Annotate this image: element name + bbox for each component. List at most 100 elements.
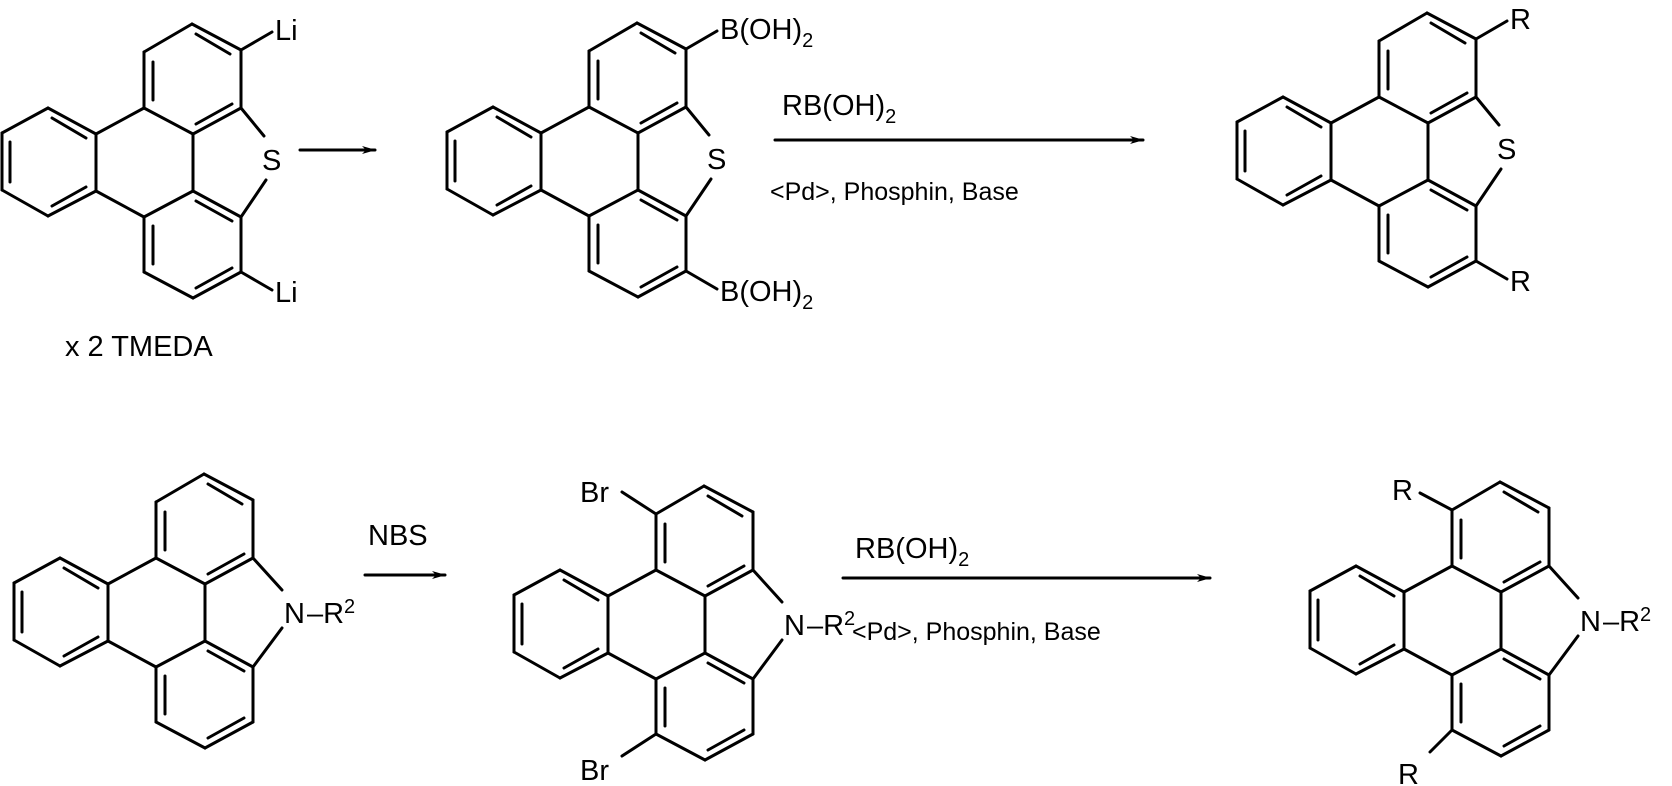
bond [144, 191, 193, 217]
molecule-diboronic-acid: S B(OH)2 B(OH)2 [447, 14, 813, 314]
bond [108, 558, 156, 584]
bond [241, 108, 264, 136]
bond [96, 191, 144, 217]
molecule-product-n: N–R2 R R [1310, 475, 1651, 786]
bond [753, 640, 782, 679]
bond [144, 24, 192, 52]
bond [656, 486, 704, 514]
bond [1404, 649, 1452, 675]
bond [1360, 645, 1394, 664]
bond [1379, 180, 1428, 206]
bond [156, 641, 205, 667]
bond [1549, 636, 1578, 675]
bond [1379, 13, 1427, 41]
bond [253, 558, 282, 590]
bond [1310, 566, 1356, 591]
bond [514, 570, 560, 595]
bond [1331, 97, 1379, 123]
molecule-product-thiophene: S R R [1237, 4, 1531, 298]
reagent-label-top: RB(OH)2 [782, 90, 896, 128]
bond [1331, 180, 1379, 206]
substituent-top: B(OH)2 [720, 14, 813, 52]
bond [564, 649, 598, 668]
bond [1404, 566, 1452, 592]
bond [14, 640, 60, 666]
sulfur-atom: S [262, 145, 281, 177]
bond [1476, 97, 1499, 125]
substituent-top: R [1510, 4, 1531, 36]
bond [1237, 179, 1283, 205]
bond [708, 496, 742, 516]
bond [1237, 97, 1283, 122]
sulfur-atom: S [1497, 134, 1516, 166]
bond [156, 474, 204, 502]
bond [1452, 649, 1501, 675]
conditions-label-bottom: <Pd>, Phosphin, Base [852, 618, 1101, 646]
bond [686, 179, 711, 216]
bond [2, 108, 48, 133]
bond [144, 108, 193, 134]
bond [156, 558, 205, 584]
bond [686, 107, 709, 135]
bond [64, 637, 98, 656]
bond [144, 272, 193, 298]
substituent-bottom: Li [275, 277, 298, 309]
bond [1549, 566, 1578, 598]
bond [1379, 97, 1428, 123]
bond [96, 108, 144, 134]
bond [1476, 169, 1501, 206]
conditions-label-top: <Pd>, Phosphin, Base [770, 178, 1019, 206]
bond [447, 189, 493, 215]
bond [589, 23, 637, 51]
bond [608, 653, 656, 679]
bond [1452, 730, 1501, 756]
bond [156, 722, 205, 748]
bond [196, 34, 230, 54]
substituent-bottom: R [1510, 266, 1531, 298]
bond [1431, 23, 1465, 43]
substituent-bottom: R [1398, 759, 1419, 786]
substituent-top: Br [580, 477, 609, 509]
bond [589, 271, 638, 297]
bond [656, 653, 705, 679]
substituent-top: Li [275, 15, 298, 47]
bond [514, 652, 560, 678]
substituent-bottom: B(OH)2 [720, 276, 813, 314]
bond [108, 641, 156, 667]
bond [1452, 566, 1501, 592]
bond [447, 107, 493, 132]
substituent-bottom: Br [580, 755, 609, 786]
bond [241, 180, 266, 217]
bond [208, 484, 242, 504]
bond [641, 33, 675, 53]
bond [1452, 482, 1500, 510]
bond [2, 190, 48, 216]
bond [1287, 176, 1321, 195]
bond [589, 190, 638, 216]
bond [497, 186, 531, 205]
bond [253, 628, 282, 667]
reagent-label-bottom: RB(OH)2 [855, 533, 969, 571]
bond [541, 107, 589, 133]
reagent-nbs: NBS [368, 520, 428, 552]
tmeda-note: x 2 TMEDA [65, 331, 213, 363]
bond [52, 187, 86, 206]
bond [656, 570, 705, 596]
bond [1379, 261, 1428, 287]
bond [608, 570, 656, 596]
bond [1310, 648, 1356, 674]
bond [1504, 492, 1538, 512]
bond [753, 570, 782, 602]
bond [14, 558, 60, 583]
bond [656, 734, 705, 760]
molecule-dibromo: N–R2 Br Br [514, 477, 855, 786]
molecule-n-reactant: N–R2 [14, 474, 355, 748]
nitrogen-atom: N–R2 [1580, 604, 1651, 638]
bond [541, 190, 589, 216]
molecule-dilithio: S Li Li [2, 15, 298, 309]
sulfur-atom: S [707, 144, 726, 176]
nitrogen-atom: N–R2 [784, 608, 855, 642]
bond [589, 107, 638, 133]
substituent-top: R [1392, 475, 1413, 507]
